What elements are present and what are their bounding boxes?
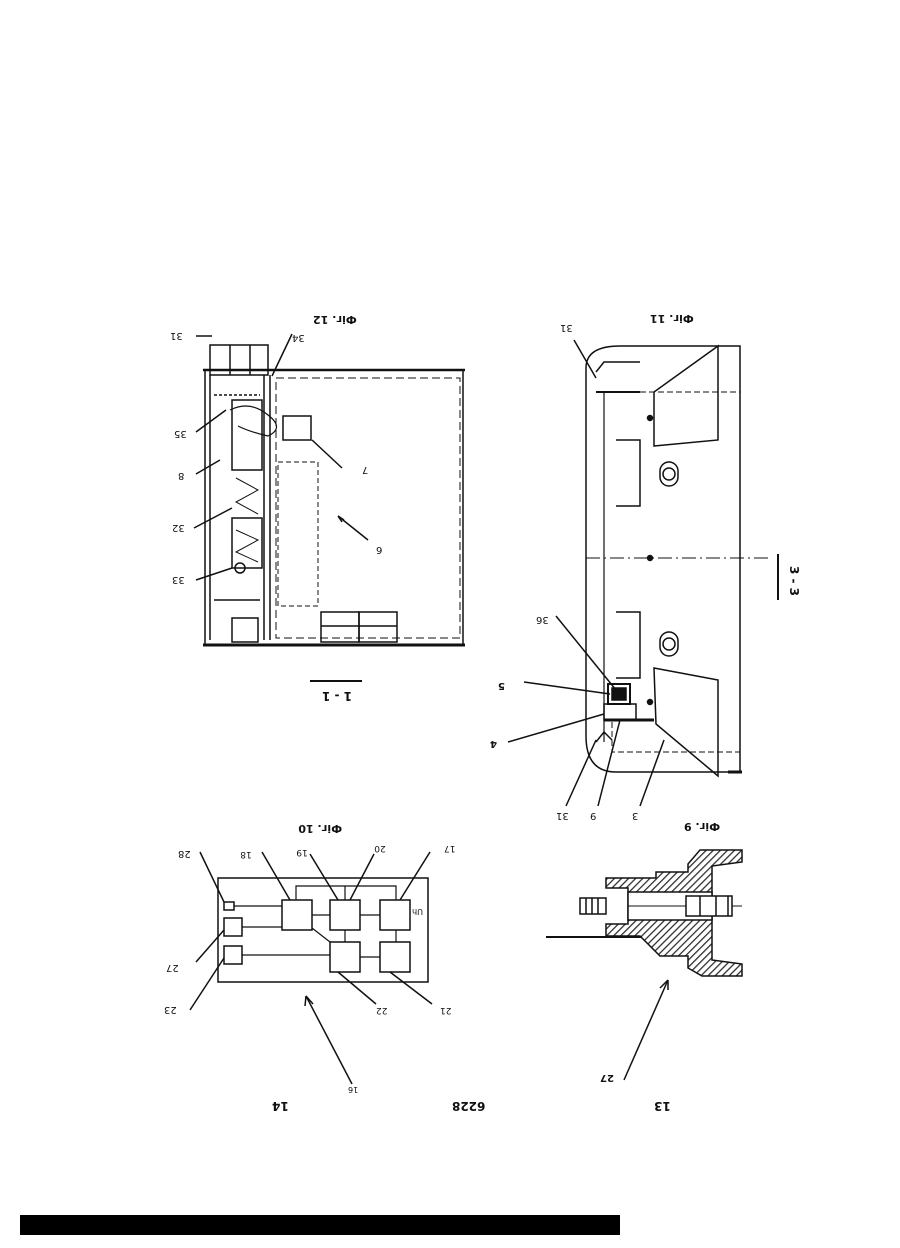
fig12-label-31: 31 bbox=[170, 330, 183, 341]
fig11-label-9: 9 bbox=[590, 810, 596, 821]
fig11-body-outline bbox=[586, 346, 740, 772]
fig12-label-35: 35 bbox=[174, 428, 187, 439]
fig11-texts: Фiг. 11 31 36 5 4 31 9 3 3 - 3 bbox=[490, 312, 801, 821]
fig11-label-31-top: 31 bbox=[560, 322, 573, 333]
figure-12 bbox=[194, 334, 465, 681]
fig10-block-17 bbox=[380, 900, 410, 930]
fig10-caption: Фiг. 10 bbox=[298, 822, 342, 835]
fig10-label-17: 17 bbox=[444, 843, 455, 853]
fig11-label-31-bottom: 31 bbox=[556, 810, 569, 821]
fig10-block-21 bbox=[380, 942, 410, 972]
fig11-label-5: 5 bbox=[498, 680, 505, 691]
fig9-caption: Фiг. 9 bbox=[684, 820, 720, 833]
figure-11 bbox=[508, 340, 778, 806]
fig9-label-27: 27 bbox=[600, 1072, 614, 1083]
fig12-enclosure bbox=[205, 370, 463, 645]
fig10-label-19: 19 bbox=[296, 847, 308, 857]
fig12-label-32: 32 bbox=[172, 522, 185, 533]
figure-10 bbox=[190, 852, 432, 1084]
fig10-label-20: 20 bbox=[374, 843, 386, 853]
document-number: 6228 bbox=[452, 1099, 485, 1113]
fig10-label-16: 16 bbox=[348, 1085, 358, 1094]
fig10-texts: Фiг. 10 28 18 19 20 17 27 23 22 21 16 Uh bbox=[164, 822, 455, 1094]
fig11-caption: Фiг. 11 bbox=[650, 312, 694, 325]
fig12-label-8: 8 bbox=[178, 470, 184, 481]
fig10-label-22: 22 bbox=[376, 1005, 387, 1015]
figure-9 bbox=[546, 850, 742, 1080]
fig10-block-18 bbox=[282, 900, 312, 930]
fig10-block-28 bbox=[224, 902, 234, 910]
page-number-right: 13 bbox=[654, 1099, 671, 1113]
fig12-label-7: 7 bbox=[362, 464, 368, 475]
fig10-block-23 bbox=[224, 946, 242, 964]
page-number-left: 14 bbox=[272, 1099, 289, 1113]
fig12-dashed-element bbox=[278, 462, 318, 606]
fig10-label-23: 23 bbox=[164, 1004, 177, 1015]
fig12-section-label: 1 - 1 bbox=[322, 689, 352, 703]
sheet-header: 14 6228 13 bbox=[272, 1099, 671, 1113]
fig10-label-27: 27 bbox=[166, 962, 179, 973]
fig12-label-6: 6 bbox=[376, 544, 382, 555]
footer-black-bar bbox=[20, 1215, 620, 1235]
fig10-block-27 bbox=[224, 918, 242, 936]
fig12-label-33: 33 bbox=[172, 574, 185, 585]
fig10-block-22 bbox=[330, 942, 360, 972]
fig11-label-4: 4 bbox=[490, 738, 497, 749]
fig10-label-28: 28 bbox=[178, 848, 191, 859]
fig11-section-label: 3 - 3 bbox=[787, 566, 801, 596]
fig12-caption: Фiг. 12 bbox=[313, 313, 357, 326]
fig10-block-text: Uh bbox=[412, 907, 423, 916]
fig10-label-18: 18 bbox=[240, 849, 252, 859]
fig10-label-21: 21 bbox=[440, 1005, 451, 1015]
fig11-label-3: 3 bbox=[632, 810, 638, 821]
fig12-label-34: 34 bbox=[292, 332, 305, 343]
fig11-label-36: 36 bbox=[536, 614, 549, 625]
fig10-block-19 bbox=[330, 900, 360, 930]
